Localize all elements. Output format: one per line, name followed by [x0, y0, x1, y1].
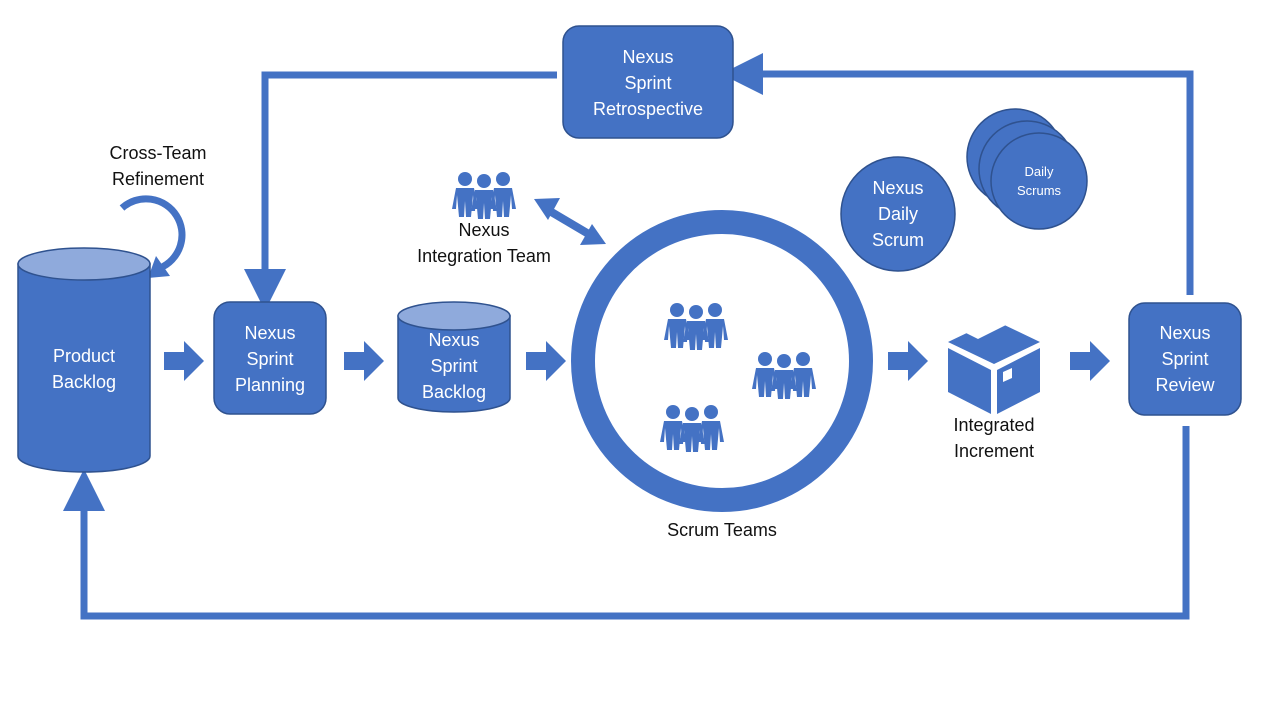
sprint-planning-label: Nexus Sprint Planning: [234, 323, 306, 395]
nexus-daily-scrum-label: Nexus Daily Scrum: [871, 178, 924, 250]
arrow-teams-to-increment: [888, 341, 928, 381]
feedback-loop-lines: [63, 53, 1194, 620]
nexus-daily-scrum-circle: [840, 156, 956, 272]
sprint-planning-box: [213, 301, 327, 415]
sprint-retrospective-box: [562, 25, 734, 139]
review-to-retro-loop: [721, 53, 1194, 295]
review-to-backlog-loop: [63, 426, 1190, 620]
sprint-retrospective-label: Nexus Sprint Retrospective: [592, 47, 704, 119]
integrated-increment-label: Integrated Increment: [953, 415, 1035, 461]
daily-scrums-stack: [966, 108, 1088, 230]
daily-scrums-label: Daily Scrums: [1016, 164, 1062, 198]
scrum-teams-ring: [571, 210, 873, 512]
arrow-sprint-backlog-to-teams: [526, 341, 566, 381]
sprint-backlog-cylinder: [397, 301, 511, 413]
cross-team-refinement-label: Cross-Team Refinement: [109, 143, 207, 189]
product-backlog-cylinder: [17, 247, 151, 473]
circular-arrow-icon: [119, 195, 186, 278]
double-arrow-icon: [534, 198, 606, 245]
retro-to-planning-loop: [244, 71, 557, 311]
arrow-backlog-to-planning: [164, 341, 204, 381]
nexus-integration-team-label: Nexus Integration Team: [417, 220, 551, 266]
sprint-backlog-label: Nexus Sprint Backlog: [421, 330, 487, 402]
sprint-review-label: Nexus Sprint Review: [1155, 323, 1215, 395]
arrow-planning-to-sprint-backlog: [344, 341, 384, 381]
flow-arrows: [164, 341, 1110, 381]
scrum-teams-label: Scrum Teams: [667, 520, 777, 540]
box-icon: [948, 311, 1040, 414]
product-backlog-label: Product Backlog: [51, 346, 117, 392]
people-group-icon: [452, 172, 516, 219]
arrow-increment-to-review: [1070, 341, 1110, 381]
sprint-review-box: [1128, 302, 1242, 416]
